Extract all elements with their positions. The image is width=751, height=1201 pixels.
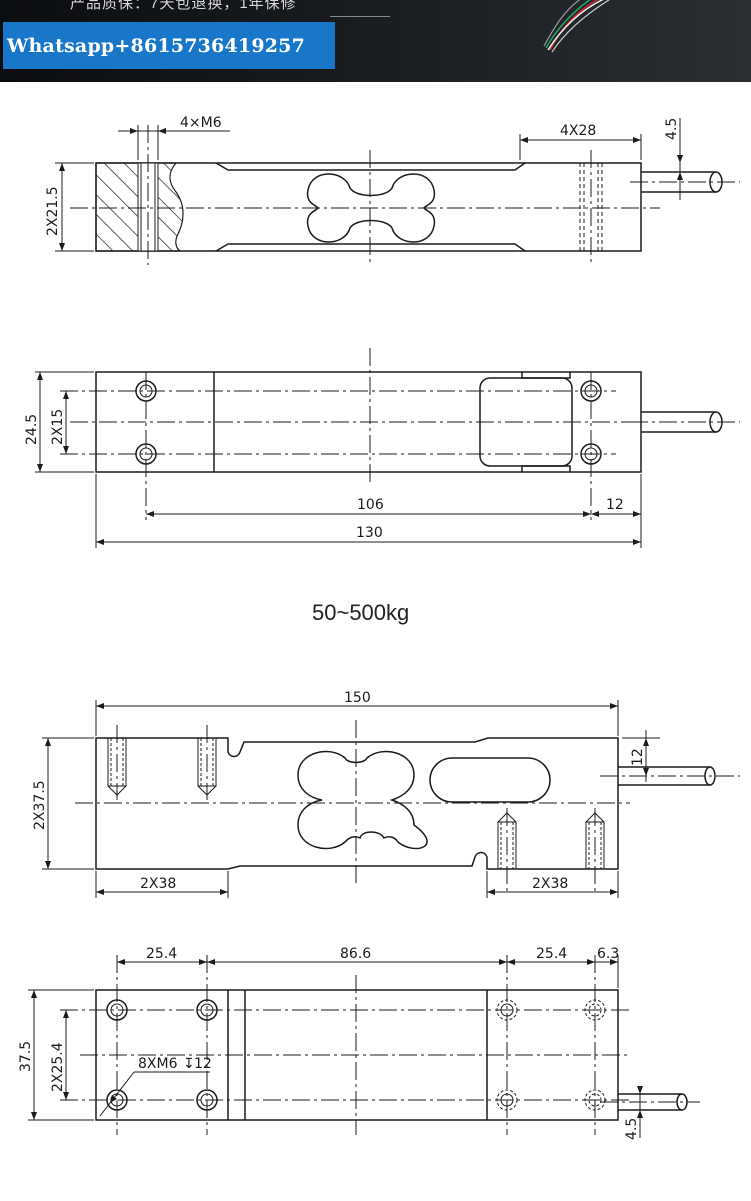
- dim-cable-offset: 12: [630, 748, 646, 766]
- dim-hole-label: 4×M6: [180, 115, 222, 131]
- hole-callout: 8XM6: [138, 1056, 178, 1072]
- strain-gauge-hole: [306, 173, 436, 243]
- dim-d3: 25.4: [536, 946, 567, 962]
- cable: [618, 766, 710, 786]
- whatsapp-contact: Whatsapp+8615736419257: [3, 22, 335, 69]
- cable: [641, 411, 716, 433]
- dim-total-length: 130: [356, 525, 383, 541]
- hole-depth: 12: [194, 1056, 212, 1072]
- dim-end-offset: 12: [606, 497, 624, 513]
- strain-gauge-hole: [297, 750, 428, 850]
- dim-span-holes: 106: [357, 497, 384, 513]
- dim-width-label: 4X28: [560, 123, 596, 139]
- dim-cable-offset: 4.5: [664, 118, 680, 140]
- banner-top-text: 产品质保：7天包退换，1年保修: [70, 0, 297, 12]
- dim-d1: 25.4: [146, 946, 177, 962]
- cable-wires-image: [543, 0, 610, 53]
- drawing-2-top-view: 24.5 2X15 106 12 130: [24, 348, 740, 548]
- capacity-caption: 50~500kg: [312, 600, 409, 625]
- header-banner: 产品质保：7天包退换，1年保修 Whatsapp+8615736419257: [0, 0, 751, 82]
- drawing-1-side-section: 4×M6 4X28 4.5 2X21.5: [45, 115, 740, 265]
- dim-left-span: 2X38: [140, 876, 176, 892]
- drawing-3-side-view: 150 12 2X37.5 2X38 2X38: [32, 690, 740, 898]
- dim-height-label: 2X21.5: [45, 186, 61, 236]
- banner-rule: [330, 16, 390, 17]
- dim-d2: 86.6: [340, 946, 371, 962]
- body-outline: [95, 737, 619, 870]
- drawing-4-top-view: 25.4 86.6 25.4 6.3 37.5 2X25.4 8XM6 ↧ 12…: [18, 946, 700, 1140]
- dim-total-length: 150: [344, 690, 371, 706]
- svg-text:↧: ↧: [183, 1056, 195, 1072]
- dim-height-inner: 2X25.4: [50, 1042, 66, 1092]
- dim-height-outer: 37.5: [18, 1041, 34, 1072]
- dim-height-inner: 2X15: [50, 409, 66, 445]
- dim-d4: 6.3: [597, 946, 619, 962]
- dim-right-span: 2X38: [532, 876, 568, 892]
- oval-slot: [429, 757, 551, 803]
- dim-height-outer: 24.5: [24, 414, 40, 445]
- technical-drawings: 4×M6 4X28 4.5 2X21.5: [18, 115, 740, 1140]
- dim-cable-offset: 4.5: [624, 1118, 640, 1140]
- dim-height-label: 2X37.5: [32, 780, 48, 830]
